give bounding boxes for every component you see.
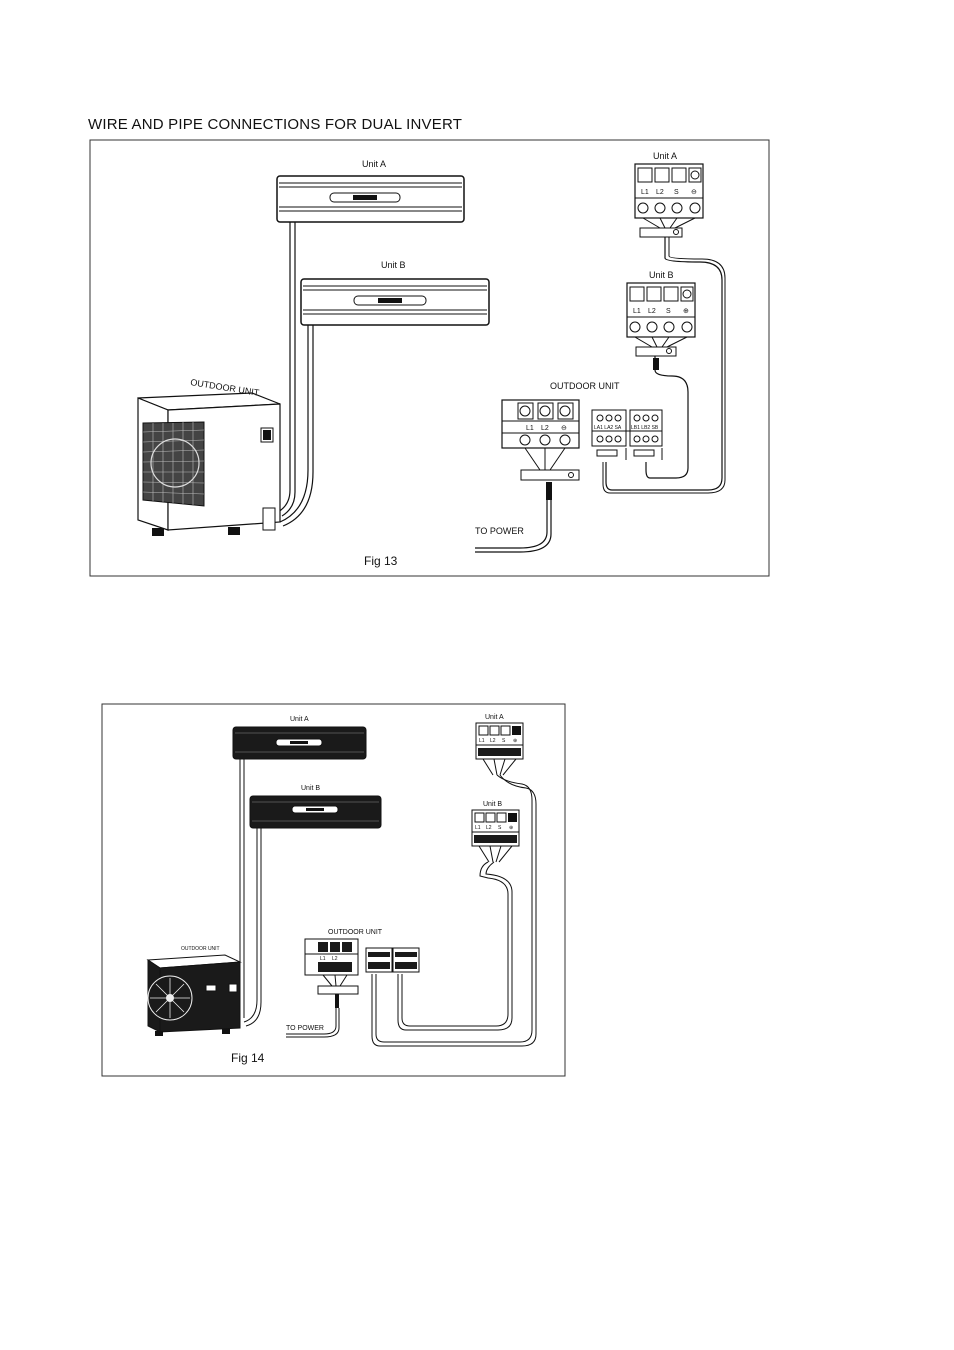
fig14-power-label: TO POWER xyxy=(286,1025,324,1032)
fig14-outdoor-l2: L2 xyxy=(332,956,338,962)
fig14-terminal-outdoor-label: OUTDOOR UNIT xyxy=(328,929,383,936)
fig14-terminal-b-l1: L1 xyxy=(475,825,481,831)
fig14-indoor-b-label: Unit B xyxy=(301,785,320,792)
fig14-terminal-a-ground: ⊕ xyxy=(513,738,517,744)
fig14-terminal-b-ground: ⊕ xyxy=(509,825,513,831)
fig14-outdoor-label: OUTDOOR UNIT xyxy=(181,946,220,952)
fig14-indoor-unit-b xyxy=(250,796,381,828)
fig14-outdoor-l1: L1 xyxy=(320,956,326,962)
fig14-outdoor-unit xyxy=(148,955,240,1036)
fig14-terminal-b-l2: L2 xyxy=(486,825,492,831)
fig14-indoor-unit-a xyxy=(233,727,366,759)
fig14-terminal-a-l1: L1 xyxy=(479,738,485,744)
fig14-terminal-a-l2: L2 xyxy=(490,738,496,744)
fig14-caption: Fig 14 xyxy=(231,1051,265,1065)
fig14-terminal-block-b xyxy=(472,810,519,862)
fig14-indoor-a-label: Unit A xyxy=(290,716,309,723)
fig14-terminal-block-a xyxy=(476,723,523,775)
fig14-terminal-b-label: Unit B xyxy=(483,801,502,808)
fig14-terminal-a-label: Unit A xyxy=(485,714,504,721)
